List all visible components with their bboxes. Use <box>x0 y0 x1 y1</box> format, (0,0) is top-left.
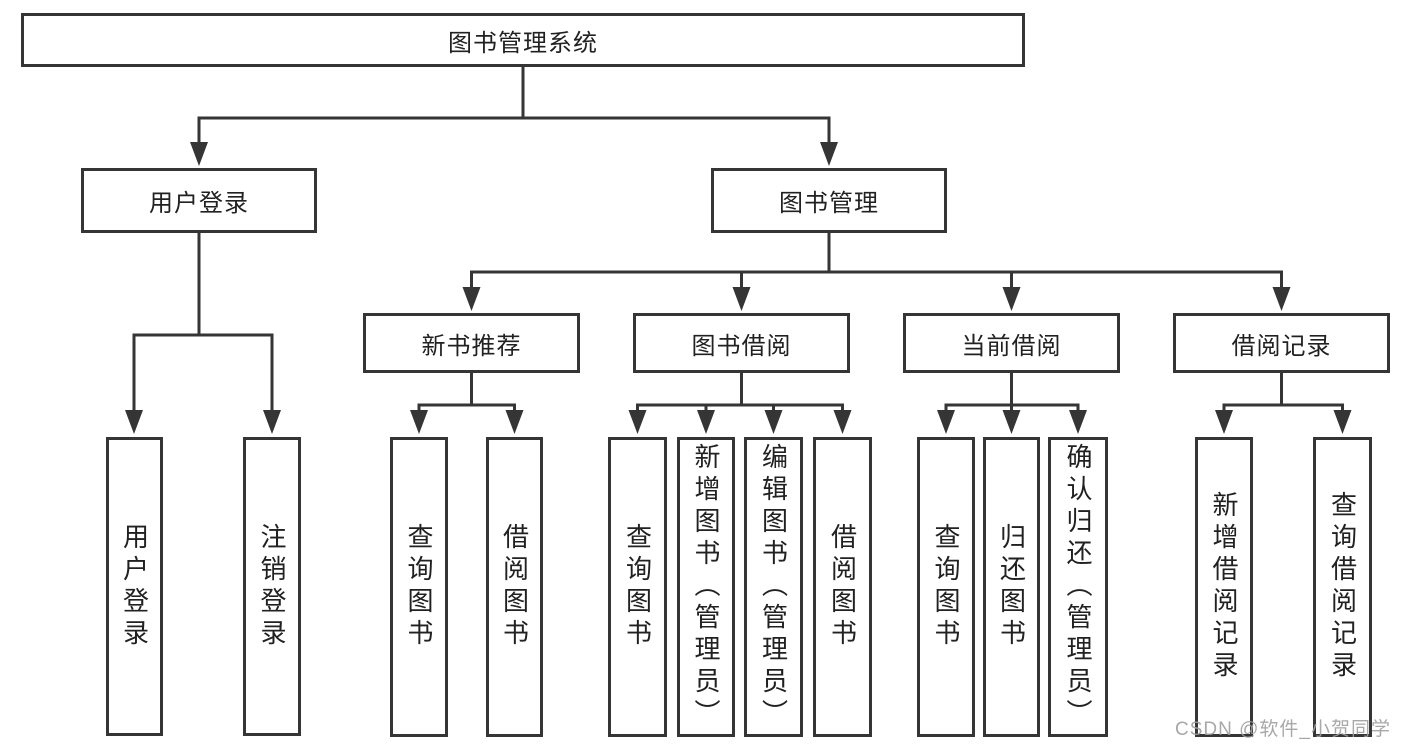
arrowhead-down-icon <box>125 410 143 434</box>
node-label: 新增图书（管理员） <box>691 443 721 731</box>
node-records-add-record: 新增借阅记录 <box>1195 437 1253 737</box>
node-label: 新书推荐 <box>421 332 522 360</box>
node-borrow-records: 借阅记录 <box>1173 313 1390 373</box>
node-label: 查询图书 <box>622 523 653 651</box>
node-rec-query-books: 查询图书 <box>390 437 448 737</box>
node-label: 新增借阅记录 <box>1209 491 1239 683</box>
node-borrow-add-books: 新增图书（管理员） <box>677 437 735 737</box>
node-borrow-borrow-books: 借阅图书 <box>813 437 872 737</box>
node-label: 图书管理 <box>779 190 879 217</box>
node-label: 借阅图书 <box>827 523 858 651</box>
node-label: 归还图书 <box>996 523 1027 651</box>
node-label: 查询图书 <box>931 523 961 651</box>
node-label: 用户登录 <box>149 190 249 217</box>
arrowhead-down-icon <box>410 410 428 434</box>
arrowhead-down-icon <box>732 287 751 311</box>
node-label: 查询借阅记录 <box>1327 491 1358 683</box>
node-borrow-query-books: 查询图书 <box>608 437 667 737</box>
node-current-query-books: 查询图书 <box>917 437 975 737</box>
node-current-confirm-return: 确认归还（管理员） <box>1048 437 1108 737</box>
arrowhead-down-icon <box>1272 287 1291 311</box>
node-label: 编辑图书（管理员） <box>758 443 789 731</box>
node-new-book-rec: 新书推荐 <box>363 313 580 373</box>
node-label: 图书借阅 <box>691 332 792 360</box>
arrowhead-down-icon <box>833 410 852 434</box>
arrowhead-down-icon <box>190 142 208 166</box>
node-book-mgmt: 图书管理 <box>711 168 947 233</box>
node-borrow-edit-books: 编辑图书（管理员） <box>744 437 803 737</box>
node-label: 当前借阅 <box>961 332 1062 360</box>
arrowhead-down-icon <box>462 287 481 311</box>
arrowhead-down-icon <box>505 410 524 434</box>
node-current-borrow: 当前借阅 <box>903 313 1120 373</box>
node-records-query-record: 查询借阅记录 <box>1313 437 1372 737</box>
arrowhead-down-icon <box>1002 287 1021 311</box>
node-label: 查询图书 <box>404 523 434 651</box>
node-label: 借阅记录 <box>1231 332 1332 360</box>
arrowhead-down-icon <box>1215 410 1233 434</box>
node-rec-borrow-books: 借阅图书 <box>486 437 543 737</box>
arrowhead-down-icon <box>697 410 715 434</box>
arrowhead-down-icon <box>820 142 838 166</box>
node-user-login: 用户登录 <box>81 168 317 233</box>
node-label: 图书管理系统 <box>448 29 598 57</box>
node-label: 用户登录 <box>119 522 150 651</box>
arrowhead-down-icon <box>1002 410 1021 434</box>
node-label: 确认归还（管理员） <box>1063 443 1093 731</box>
node-label: 注销登录 <box>257 522 287 651</box>
arrowhead-down-icon <box>937 410 955 434</box>
arrowhead-down-icon <box>1333 410 1352 434</box>
watermark: CSDN @软件_小贺同学 <box>1175 719 1391 740</box>
node-logout-action: 注销登录 <box>243 437 301 736</box>
node-root: 图书管理系统 <box>21 13 1025 67</box>
arrowhead-down-icon <box>764 410 783 434</box>
node-book-borrow: 图书借阅 <box>633 313 850 373</box>
node-user-login-action: 用户登录 <box>106 437 163 736</box>
node-label: 借阅图书 <box>499 523 530 651</box>
arrowhead-down-icon <box>263 410 281 434</box>
arrowhead-down-icon <box>1069 410 1087 434</box>
node-current-return-books: 归还图书 <box>983 437 1040 737</box>
arrowhead-down-icon <box>628 410 647 434</box>
